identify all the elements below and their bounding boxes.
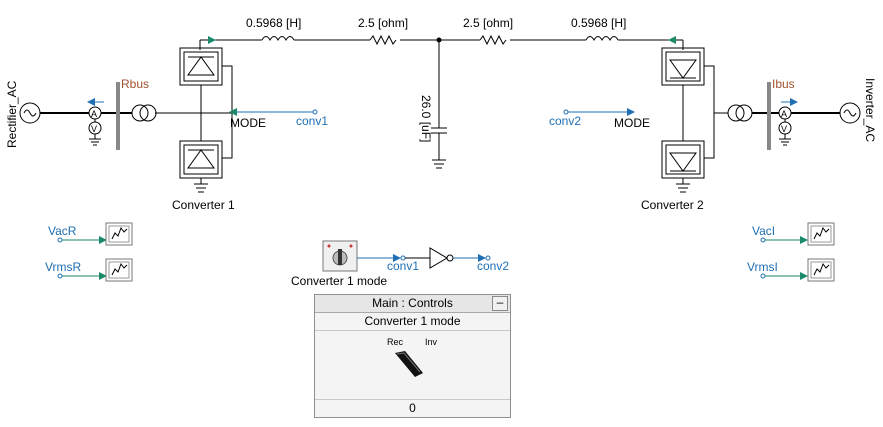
inductor-left[interactable] [261,36,295,42]
inverter-voltmeter[interactable] [778,119,792,146]
inverter-voltmeter-symbol: V [781,124,787,134]
rectifier-source-label: Rectifier_AC [5,80,19,148]
mode-signal-right[interactable] [563,108,635,116]
vacr-meter[interactable] [105,222,133,246]
mode-right-label: MODE [614,116,650,130]
inverter-bus-bar[interactable] [767,82,771,150]
dial-knob[interactable] [393,349,425,379]
minimize-button[interactable]: – [492,296,508,311]
rectifier-voltmeter[interactable] [88,119,102,146]
dial-label-inv: Inv [425,337,438,347]
vrmsi-wire [760,272,808,280]
resistor-left[interactable] [369,34,397,46]
capacitor-label: 26.0 [uF] [419,95,433,142]
resistor-right[interactable] [479,34,507,46]
inverter-ac-network [704,65,728,159]
vrmsr-label: VrmsR [45,260,82,274]
vrmsi-meter[interactable] [807,258,835,282]
vaci-label: VacI [752,224,775,238]
not-input-label: conv1 [387,259,419,273]
resistor-right-label: 2.5 [ohm] [463,16,513,30]
mode-left-label: MODE [230,116,266,130]
controls-panel: Main : Controls – Converter 1 mode Rec I… [314,294,511,418]
controls-panel-header: Main : Controls – [315,295,510,313]
vrmsi-label: VrmsI [747,260,778,274]
capacitor[interactable] [431,37,447,169]
rectifier-transformer[interactable] [131,104,157,122]
converter-1-label: Converter 1 [172,198,235,212]
inductor-left-label: 0.5968 [H] [246,16,301,30]
dial-label-rec: Rec [387,337,404,347]
dial-value: 0 [315,399,510,417]
vaci-wire [760,236,808,244]
mode-signal-left[interactable] [229,108,318,116]
vaci-meter[interactable] [807,222,835,246]
switch-output-wire [357,254,430,262]
dial-area: Rec Inv [315,331,510,397]
inverter-bus-label: Ibus [772,77,795,91]
vrmsr-meter[interactable] [105,258,133,282]
rectifier-bus-bar[interactable] [116,82,120,150]
rectifier-source[interactable] [19,102,41,124]
inverter-source-label: Inverter_AC [863,78,877,142]
not-output-wire [453,254,491,262]
resistor-left-label: 2.5 [ohm] [358,16,408,30]
vacr-label: VacR [48,224,77,238]
inductor-right[interactable] [585,36,619,42]
rectifier-voltmeter-symbol: V [91,124,97,134]
conv1-input-label: conv1 [296,114,328,128]
mode-switch[interactable] [322,240,358,272]
converter-1[interactable] [179,36,223,193]
inverter-source[interactable] [839,102,861,124]
not-gate[interactable] [429,247,454,269]
inverter-ammeter-symbol: A [781,109,787,119]
dial-title: Converter 1 mode [315,313,510,331]
controls-panel-title: Main : Controls [372,296,453,310]
converter-2-label: Converter 2 [641,198,704,212]
mode-switch-label: Converter 1 mode [291,274,387,288]
vacr-wire [57,236,107,244]
inductor-right-label: 0.5968 [H] [571,16,626,30]
dc-line [199,39,684,50]
inverter-transformer[interactable] [727,104,753,122]
rectifier-ammeter-symbol: A [91,109,97,119]
rectifier-bus-label: Rbus [121,77,149,91]
vrmsr-wire [57,272,107,280]
converter-2[interactable] [661,36,705,193]
conv2-input-label: conv2 [549,114,581,128]
not-output-label: conv2 [477,259,509,273]
